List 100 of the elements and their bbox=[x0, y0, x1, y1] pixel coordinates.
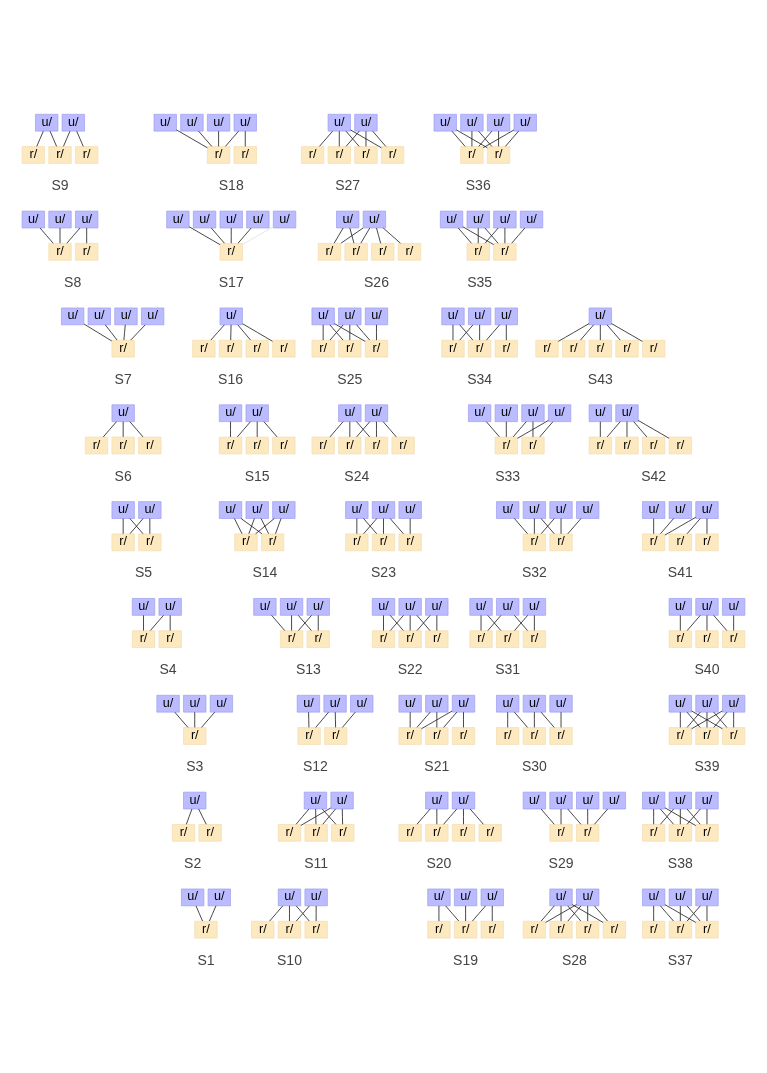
connector bbox=[76, 130, 84, 147]
connector bbox=[465, 905, 466, 921]
connector bbox=[485, 420, 500, 437]
node-box: r/ bbox=[642, 436, 666, 454]
node-box: u/ bbox=[87, 307, 111, 325]
node-box: u/ bbox=[330, 791, 354, 809]
connector bbox=[242, 322, 273, 342]
node-box: r/ bbox=[277, 920, 302, 938]
connector bbox=[463, 808, 464, 825]
connector bbox=[421, 710, 453, 729]
label: S8 bbox=[64, 273, 82, 290]
connector bbox=[372, 130, 387, 147]
node-box: r/ bbox=[338, 436, 362, 454]
connector bbox=[534, 711, 535, 728]
connector bbox=[679, 614, 681, 631]
node-box: r/ bbox=[642, 533, 666, 551]
label: S30 bbox=[521, 757, 547, 774]
node-box: u/ bbox=[398, 500, 422, 519]
node-box: r/ bbox=[21, 145, 45, 164]
connector bbox=[349, 324, 351, 340]
connector bbox=[416, 711, 431, 728]
node-box: u/ bbox=[156, 694, 180, 712]
connector bbox=[545, 903, 577, 923]
node-box: u/ bbox=[183, 791, 207, 809]
node-box: u/ bbox=[193, 210, 217, 228]
connector bbox=[176, 129, 208, 148]
node-box: r/ bbox=[158, 629, 182, 648]
label: S41 bbox=[667, 563, 693, 580]
connector bbox=[49, 130, 57, 147]
node-box: u/ bbox=[494, 403, 518, 422]
node-box: r/ bbox=[233, 145, 257, 164]
node-box: u/ bbox=[496, 694, 520, 712]
connector bbox=[571, 903, 604, 923]
label: S11 bbox=[304, 854, 329, 871]
node-box: r/ bbox=[460, 145, 484, 164]
label: S7 bbox=[114, 370, 132, 387]
connector bbox=[471, 130, 473, 147]
node-box: r/ bbox=[111, 436, 135, 454]
node-box: r/ bbox=[535, 339, 559, 357]
node-box: r/ bbox=[198, 823, 222, 842]
node-box: r/ bbox=[306, 629, 330, 648]
node-box: r/ bbox=[371, 242, 395, 261]
connector bbox=[198, 130, 213, 147]
node-box: r/ bbox=[194, 920, 218, 938]
label: S6 bbox=[114, 467, 132, 484]
node-box: r/ bbox=[219, 242, 243, 261]
node-box: r/ bbox=[277, 823, 302, 842]
label: S23 bbox=[371, 563, 396, 580]
node-box: r/ bbox=[494, 436, 518, 454]
connector bbox=[63, 130, 71, 147]
node-box: u/ bbox=[207, 888, 231, 906]
node-box: u/ bbox=[296, 694, 320, 712]
node-box: r/ bbox=[183, 726, 207, 745]
connector bbox=[479, 324, 480, 340]
connector bbox=[511, 227, 526, 244]
label: S42 bbox=[641, 467, 667, 484]
connector bbox=[733, 614, 735, 631]
node-box: r/ bbox=[615, 436, 639, 454]
node-box: r/ bbox=[522, 920, 546, 938]
connector bbox=[567, 905, 582, 921]
connector bbox=[210, 227, 225, 244]
node-box: r/ bbox=[602, 920, 626, 938]
node-box: r/ bbox=[371, 533, 396, 551]
node-box: r/ bbox=[451, 823, 476, 842]
connector bbox=[356, 324, 371, 340]
node-box: r/ bbox=[398, 629, 422, 648]
label: S43 bbox=[587, 370, 613, 387]
node-box: u/ bbox=[520, 210, 544, 228]
node-box: r/ bbox=[478, 823, 502, 842]
label: S17 bbox=[218, 273, 244, 290]
connector bbox=[295, 905, 310, 921]
node-box: r/ bbox=[272, 339, 296, 357]
node-box: u/ bbox=[158, 597, 182, 616]
label: S40 bbox=[694, 660, 720, 677]
node-box: r/ bbox=[468, 339, 492, 357]
connector bbox=[210, 324, 225, 340]
node-box: r/ bbox=[695, 920, 719, 938]
node-box: r/ bbox=[615, 339, 639, 357]
connector bbox=[383, 517, 384, 534]
connector bbox=[653, 808, 655, 825]
label: S26 bbox=[364, 273, 389, 290]
connector bbox=[686, 808, 701, 825]
connector bbox=[237, 227, 252, 244]
node-box: r/ bbox=[493, 242, 517, 261]
connector bbox=[315, 711, 329, 728]
node-box: r/ bbox=[398, 533, 422, 551]
connector bbox=[540, 517, 555, 534]
connector bbox=[389, 614, 404, 631]
connector bbox=[653, 905, 655, 921]
node-box: r/ bbox=[371, 629, 396, 648]
node-box: r/ bbox=[496, 726, 520, 745]
node-box: u/ bbox=[272, 210, 297, 228]
connector bbox=[484, 227, 499, 244]
node-box: r/ bbox=[425, 726, 449, 745]
node-box: u/ bbox=[345, 500, 369, 519]
node-box: u/ bbox=[153, 113, 177, 131]
node-box: u/ bbox=[183, 694, 207, 712]
node-box: r/ bbox=[487, 145, 511, 164]
connector bbox=[540, 711, 555, 728]
node-box: u/ bbox=[695, 694, 719, 712]
